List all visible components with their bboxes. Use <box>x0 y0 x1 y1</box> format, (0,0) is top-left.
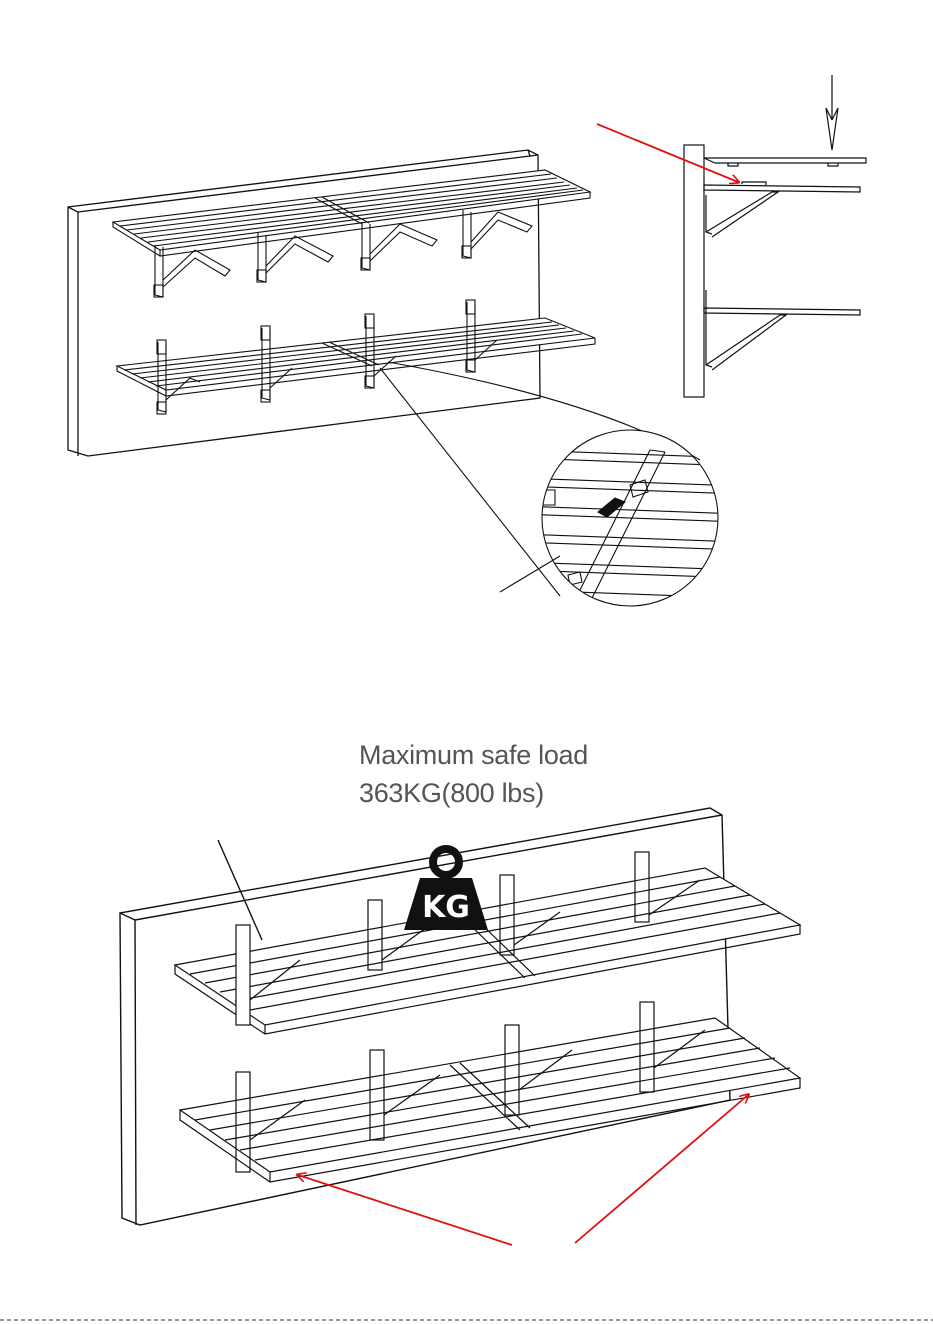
max-load-line1: Maximum safe load <box>359 736 588 774</box>
bottom-wall-assembly <box>120 808 730 1225</box>
top-callout-arrow <box>597 124 738 182</box>
side-view-drawing <box>684 75 866 397</box>
max-load-caption: Maximum safe load 363KG(800 lbs) <box>359 736 588 812</box>
max-load-line2: 363KG(800 lbs) <box>359 774 588 812</box>
svg-text:KG: KG <box>422 890 470 925</box>
bottom-left-callout-arrow <box>298 1175 512 1245</box>
bottom-wall-board <box>120 808 730 1225</box>
